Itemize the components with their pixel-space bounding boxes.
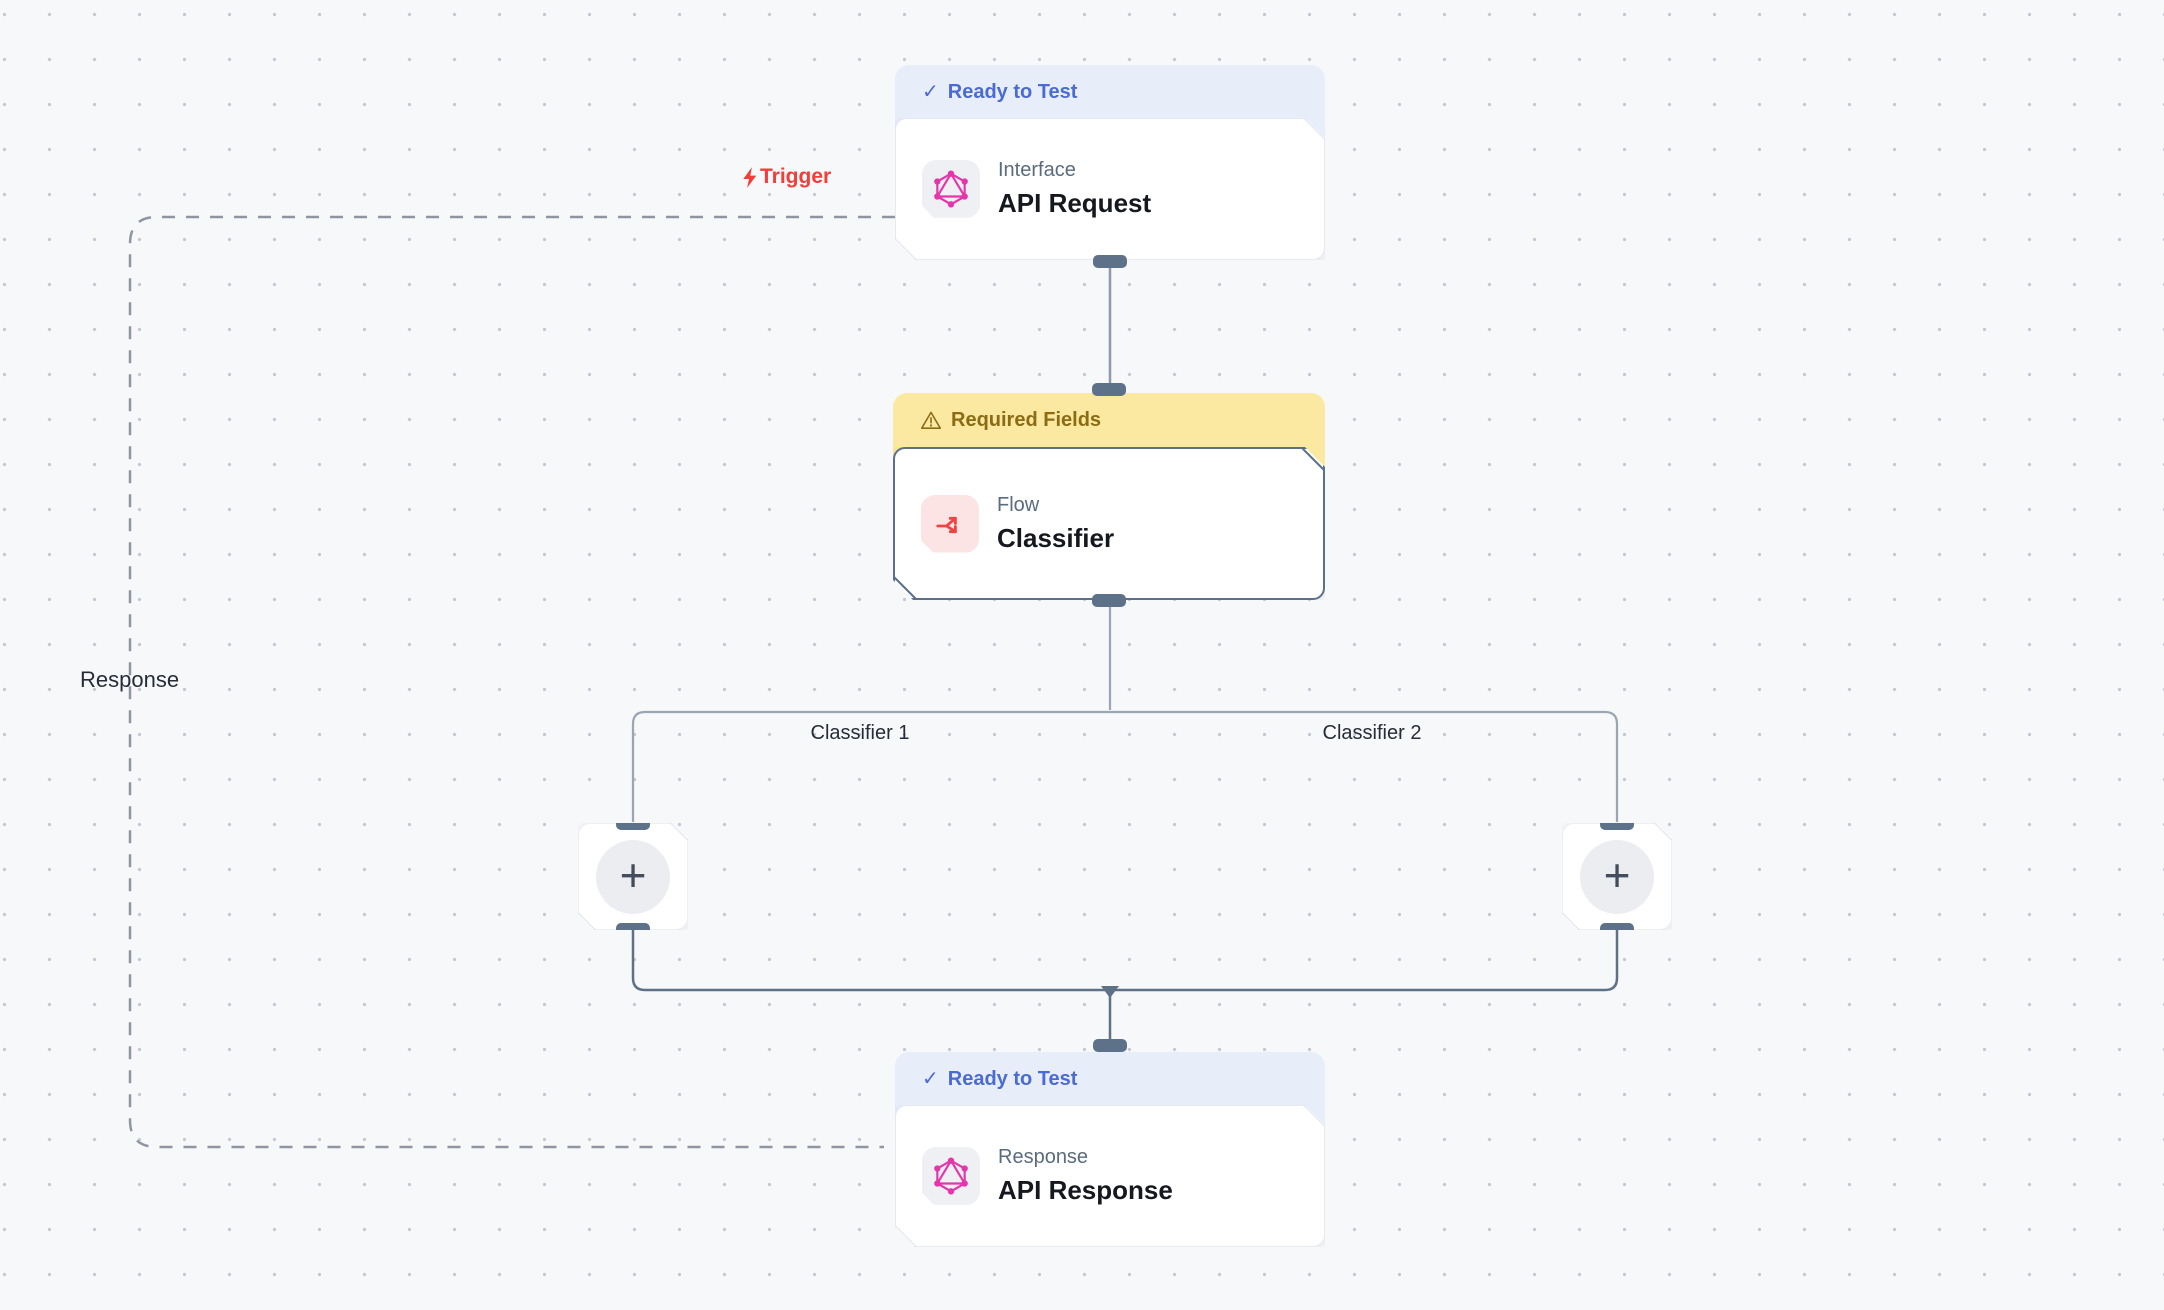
api-response-node[interactable]: ✓ Ready to Test Res — [895, 1039, 1325, 1252]
api-response-card[interactable]: Response API Response — [895, 1105, 1325, 1247]
warning-icon — [920, 411, 942, 429]
connector-handle-top[interactable] — [1093, 1039, 1127, 1052]
connector-handle-top[interactable] — [1092, 383, 1126, 396]
connector-handle-bottom[interactable] — [1092, 594, 1126, 607]
node-title: API Request — [998, 188, 1152, 218]
connector-handle-bottom[interactable] — [1093, 255, 1127, 268]
node-category: Flow — [997, 493, 1040, 516]
node-title: API Response — [998, 1175, 1173, 1205]
classifier-card[interactable]: Flow Classifier — [893, 447, 1325, 600]
response-loop-edge — [128, 215, 895, 1149]
graphql-icon — [922, 1147, 980, 1205]
classifier-node[interactable]: Required Fields Flow Classifier — [893, 383, 1325, 613]
graphql-icon — [922, 160, 980, 218]
check-icon: ✓ — [922, 1068, 939, 1090]
node-category: Response — [998, 1146, 1089, 1168]
status-badge-label: Required Fields — [951, 408, 1102, 431]
status-badge-label: Ready to Test — [947, 1067, 1078, 1090]
lightning-icon — [743, 166, 757, 188]
edge-label-classifier-1: Classifier 1 — [810, 722, 910, 744]
edge-label-classifier-2: Classifier 2 — [1322, 722, 1422, 744]
node-category: Interface — [998, 159, 1076, 181]
plus-icon[interactable]: + — [596, 840, 670, 914]
split-arrow-icon — [921, 495, 979, 553]
api-request-card[interactable]: Interface API Request — [895, 118, 1325, 260]
plus-icon[interactable]: + — [1580, 840, 1654, 914]
edge-branch-merge — [631, 930, 1619, 992]
node-title: Classifier — [997, 522, 1115, 553]
status-badge-label: Ready to Test — [947, 80, 1078, 103]
edge-branch-split — [631, 710, 1619, 822]
response-edge-label: Response — [80, 667, 180, 692]
trigger-label-text: Trigger — [760, 165, 832, 188]
add-step-button-right[interactable]: + — [1562, 823, 1672, 930]
api-request-node[interactable]: ✓ Ready to Test Int — [895, 65, 1325, 268]
add-step-button-left[interactable]: + — [578, 823, 688, 930]
trigger-edge-label: Trigger — [742, 165, 831, 189]
check-icon: ✓ — [922, 81, 939, 103]
merge-arrowhead-icon — [1101, 986, 1119, 998]
